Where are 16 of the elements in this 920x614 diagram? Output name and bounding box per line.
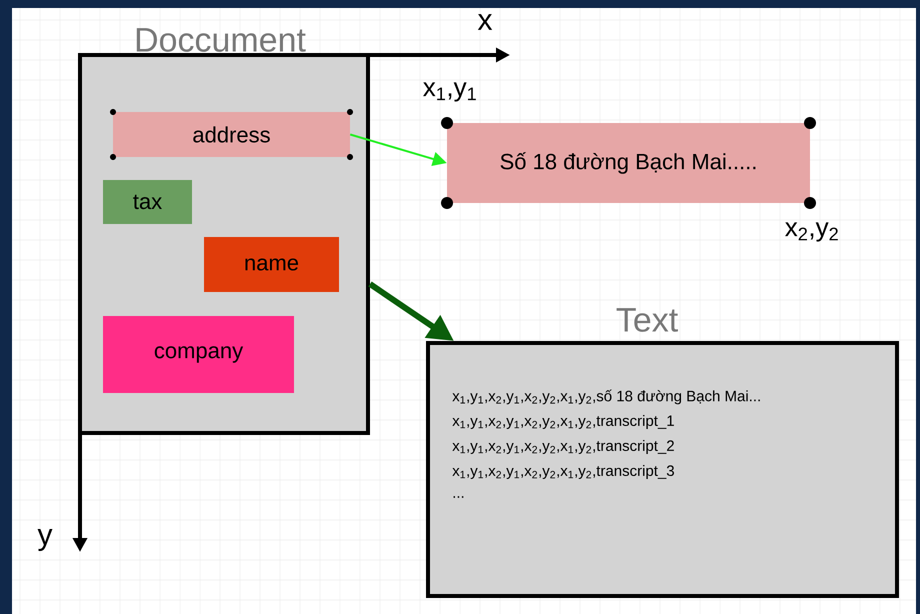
- field-box: address: [113, 112, 350, 157]
- box-heading: Text: [616, 308, 678, 332]
- text-box: Số 18 đường Bạch Mai.....: [447, 123, 810, 203]
- text-line: x$_{1}$,y$_{1}$,x$_{2}$,y$_{1}$,x$_{2}$,y$_{2}$,x$_{1}$,y$_{2}$,transcript_3: [452, 465, 674, 479]
- text-line: x$_{1}$,y$_{1}$,x$_{2}$,y$_{1}$,x$_{2}$,y$_{2}$,x$_{1}$,y$_{2}$,transcript_2: [452, 440, 674, 454]
- text-line: x$_{1}$,y$_{1}$,x$_{2}$,y$_{1}$,x$_{2}$,y$_{2}$,x$_{1}$,y$_{2}$,số 18 đường Bạch Mai...: [452, 390, 760, 404]
- corner-label: x$_{2}$,y$_{2}$: [785, 222, 838, 242]
- field-box: company: [103, 316, 294, 393]
- text-line: ...: [454, 496, 464, 498]
- text-line: x$_{1}$,y$_{1}$,x$_{2}$,y$_{1}$,x$_{2}$,y$_{2}$,x$_{1}$,y$_{2}$,transcript_1: [452, 415, 674, 429]
- field-box: tax: [103, 180, 192, 224]
- box-heading: Doccument: [136, 28, 306, 52]
- axis-label: x: [478, 14, 492, 30]
- axis-label: y: [38, 528, 52, 552]
- field-box: name: [204, 237, 339, 292]
- corner-label: x$_{1}$,y$_{1}$: [423, 82, 476, 102]
